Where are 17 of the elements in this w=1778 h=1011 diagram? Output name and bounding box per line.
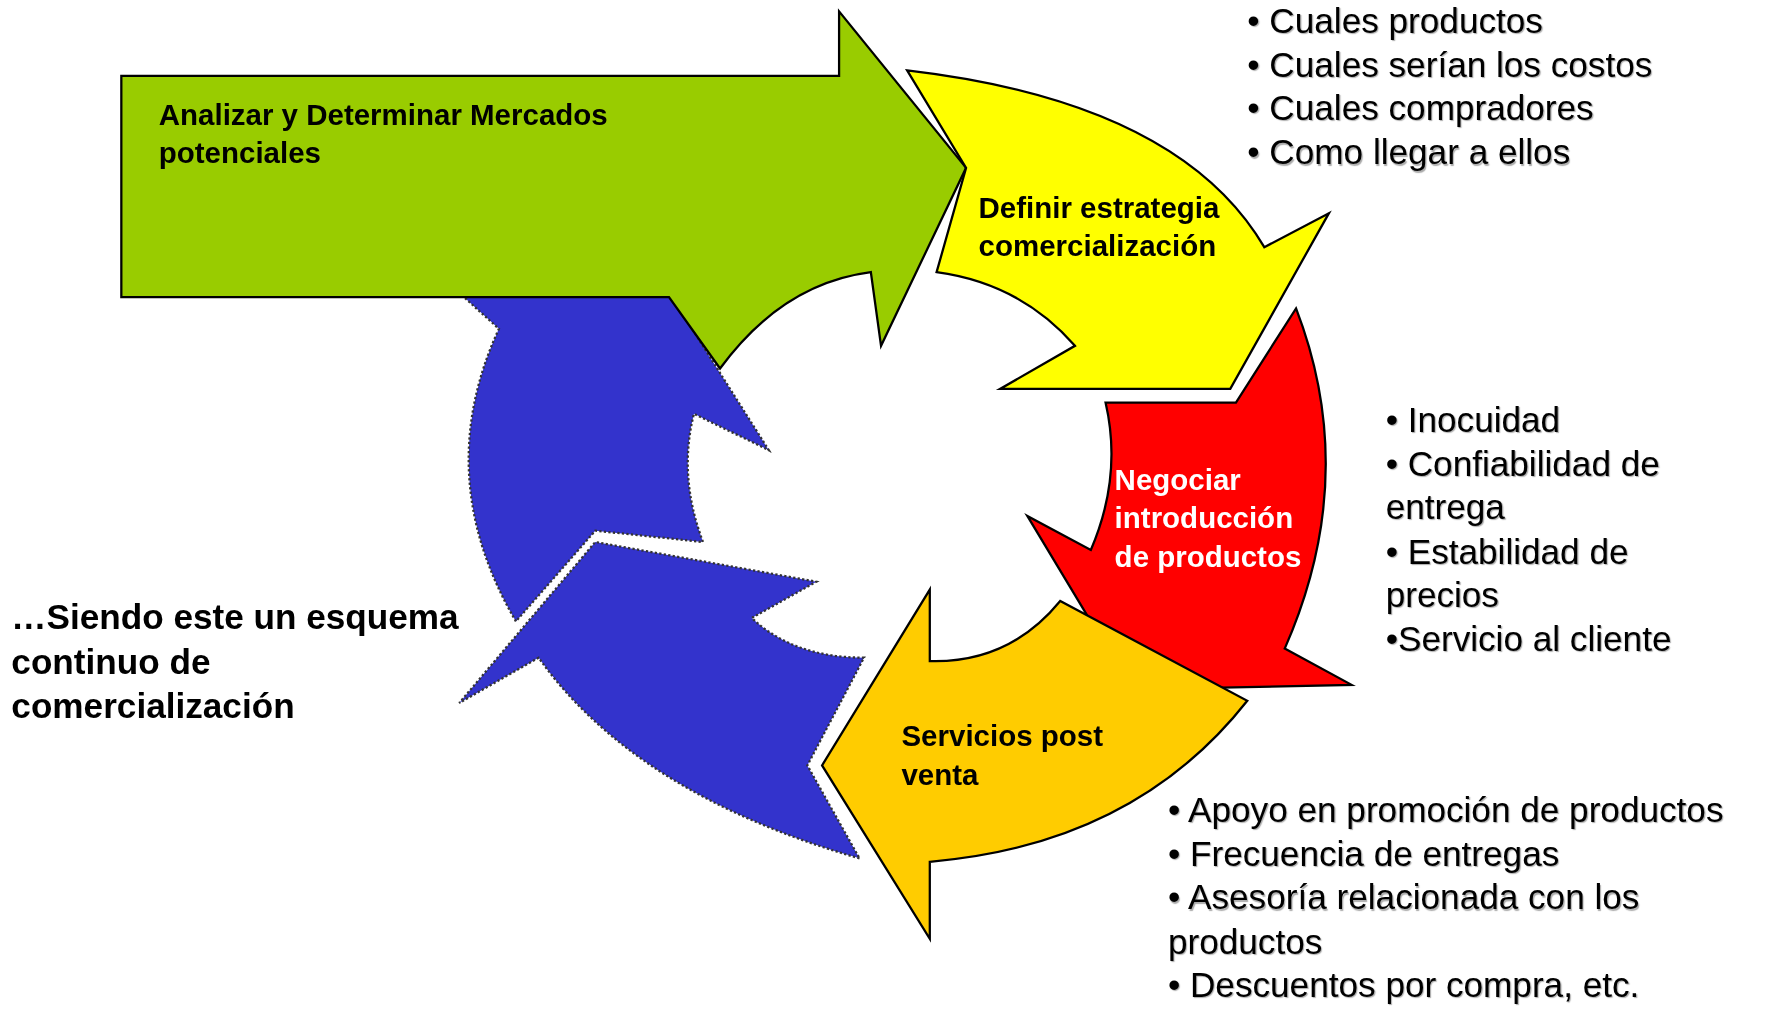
bullet-item: • Inocuidad (1385, 399, 1562, 442)
bullet-item: • Apoyo en promoción de productos (1167, 789, 1725, 832)
bullet-item: • Cuales compradores (1247, 87, 1595, 131)
bullet-item: • Asesoría relacionada con los productos (1167, 876, 1641, 963)
step-label: Servicios post venta (901, 717, 1104, 794)
bullet-item: • Confiabilidad de entrega (1385, 442, 1661, 530)
bullet-item: • Estabilidad de precios (1385, 530, 1630, 617)
bullet-item: •Servicio al cliente (1385, 617, 1673, 661)
bullet-item: • Cuales serían los costos (1247, 43, 1654, 87)
note-text: …Siendo este un esquema continuo de comercialización (11, 596, 460, 728)
bullet-item: • Frecuencia de entregas (1167, 833, 1561, 876)
step-label: Definir estrategia comercialización (978, 189, 1221, 266)
step-label: Negociar introducción de productos (1114, 461, 1303, 576)
bullet-item: • Como llegar a ellos (1247, 131, 1572, 174)
bullet-item: • Descuentos por compra, etc. (1167, 963, 1641, 1007)
step-label: Analizar y Determinar Mercados potenciales (158, 96, 609, 173)
bullet-item: • Cuales productos (1247, 0, 1544, 43)
